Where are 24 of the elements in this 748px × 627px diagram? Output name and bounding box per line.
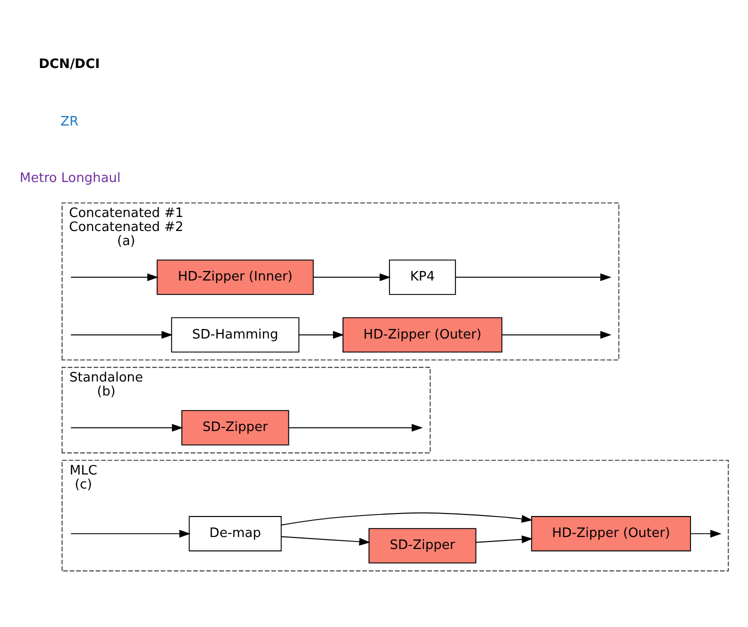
node-box: De-map <box>188 516 282 552</box>
node-box: HD-Zipper (Inner) <box>156 260 314 295</box>
arrow <box>288 424 423 432</box>
label: Metro Longhaul <box>20 171 121 186</box>
arrow <box>280 536 370 546</box>
node-box: HD-Zipper (Outer) <box>342 317 502 353</box>
arrow <box>70 530 191 538</box>
node-box: SD-Hamming <box>171 317 300 353</box>
label: DCN/DCI <box>38 56 100 72</box>
arrow <box>298 330 344 339</box>
node-box: SD-Zipper <box>181 410 290 446</box>
node-box: SD-Zipper <box>368 528 476 564</box>
arrow <box>455 273 612 282</box>
arrow <box>281 512 533 526</box>
arrow <box>70 330 173 339</box>
arrow <box>475 536 533 544</box>
arrow <box>502 330 612 339</box>
node-box: KP4 <box>389 260 456 295</box>
arrow <box>70 273 158 282</box>
arrow <box>690 530 722 538</box>
arrow <box>70 424 184 432</box>
label: ZR <box>60 114 79 130</box>
node-box: HD-Zipper (Outer) <box>531 516 691 552</box>
arrow <box>312 273 391 282</box>
